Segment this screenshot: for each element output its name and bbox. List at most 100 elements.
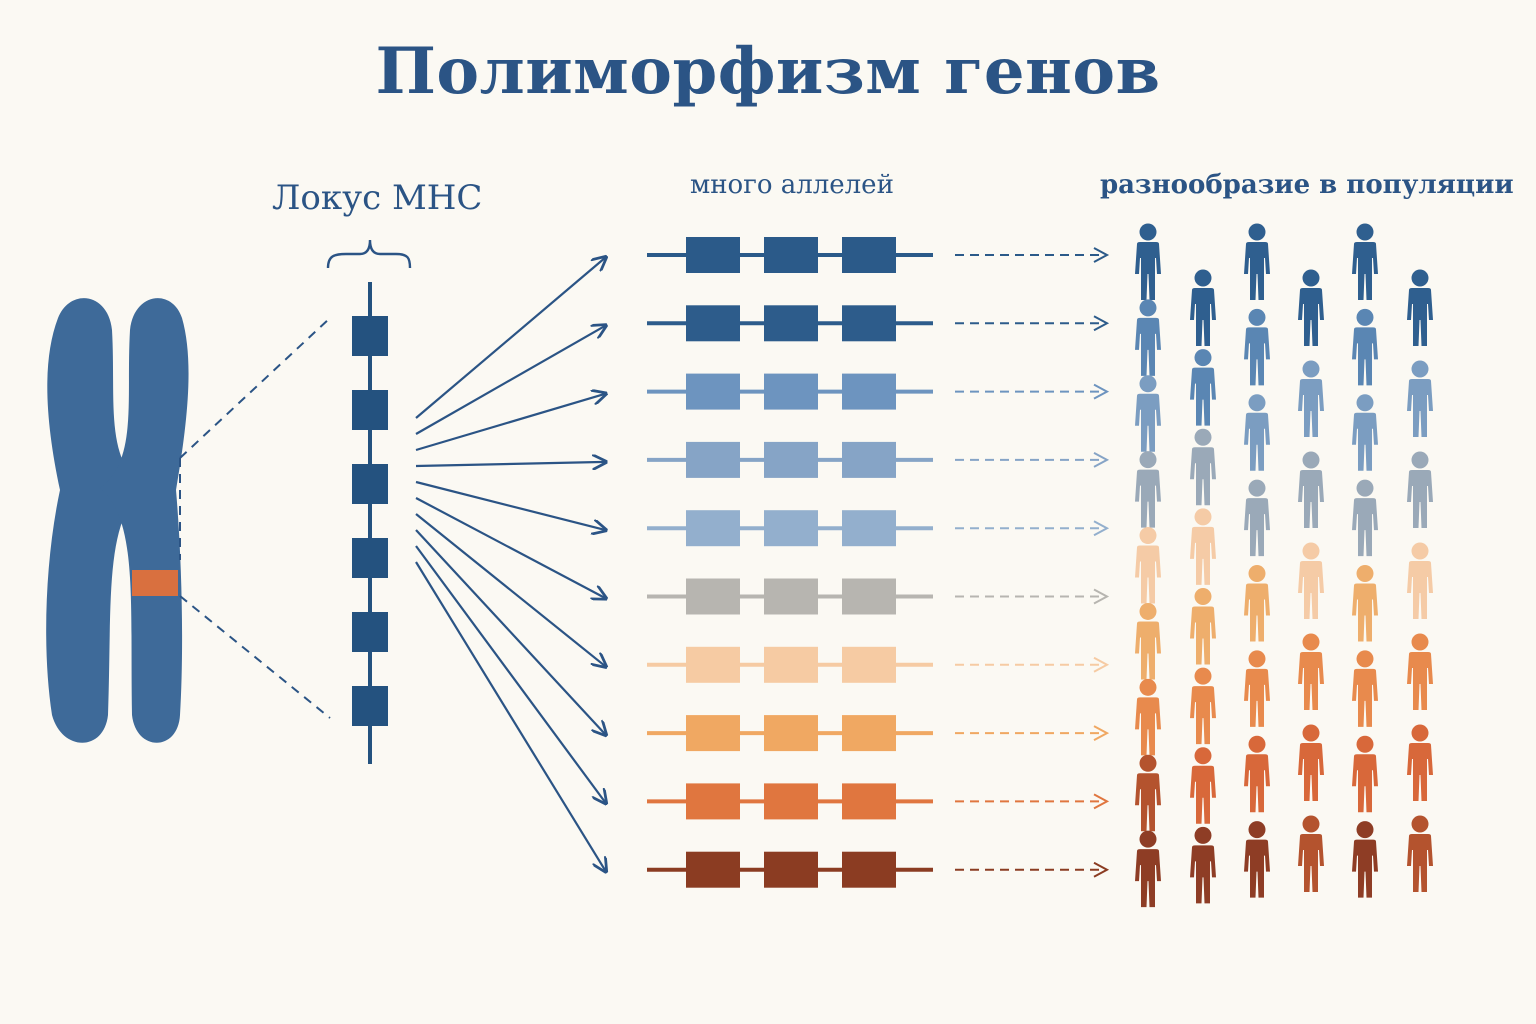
fan-arrow <box>415 545 606 803</box>
person-icon <box>1298 815 1324 892</box>
population-arrow-head <box>1093 452 1110 468</box>
person-icon <box>1298 269 1324 346</box>
person-icon <box>1407 451 1433 528</box>
allele-row <box>647 783 1110 820</box>
allele-gene-block <box>686 578 740 615</box>
allele-rows <box>647 237 1110 888</box>
population-arrow-head <box>1093 520 1110 537</box>
allele-gene-block <box>686 373 740 410</box>
person-icon <box>1244 394 1270 471</box>
person-icon <box>1190 428 1216 506</box>
person-icon <box>1190 667 1216 745</box>
fan-arrow <box>415 561 606 872</box>
allele-gene-block <box>686 715 740 752</box>
allele-row <box>647 578 1110 615</box>
locus-gene-block <box>352 686 388 726</box>
locus-gene-block <box>352 316 388 356</box>
person-icon <box>1298 724 1324 801</box>
person-icon <box>1352 308 1378 386</box>
person-icon <box>1352 650 1378 727</box>
person-icon <box>1190 747 1216 824</box>
population-arrow-head <box>1093 588 1110 605</box>
allele-gene-block <box>842 783 896 820</box>
allele-row <box>647 510 1110 547</box>
person-icon <box>1190 508 1216 585</box>
person-icon <box>1244 735 1270 813</box>
alleles-label: много аллелей <box>690 170 894 200</box>
chromosome <box>46 298 331 743</box>
locus-gene-block <box>352 612 388 652</box>
fan-arrows <box>415 257 606 872</box>
allele-gene-block <box>764 578 818 615</box>
person-icon <box>1190 588 1216 665</box>
population-arrow-head <box>1093 793 1110 810</box>
chromosome-right-arm <box>100 298 189 743</box>
fan-arrow <box>415 513 606 667</box>
fan-arrow <box>415 497 606 599</box>
allele-gene-block <box>842 851 896 888</box>
fan-arrow <box>415 480 606 530</box>
person-icon <box>1352 821 1378 898</box>
person-icon <box>1135 754 1161 832</box>
person-icon <box>1352 735 1378 813</box>
allele-gene-block <box>686 646 740 683</box>
person-icon <box>1244 821 1270 898</box>
allele-gene-block <box>686 237 740 273</box>
allele-gene-block <box>686 510 740 547</box>
allele-row <box>647 237 1110 273</box>
person-icon <box>1244 479 1270 557</box>
person-icon <box>1352 394 1378 471</box>
person-icon <box>1352 565 1378 642</box>
fan-arrow <box>415 529 606 735</box>
zoom-line-top <box>179 317 331 459</box>
allele-gene-block <box>842 237 896 273</box>
locus-gene-block <box>352 390 388 430</box>
person-icon <box>1407 542 1433 619</box>
allele-gene-block <box>686 851 740 888</box>
zoom-line-bottom <box>179 595 331 719</box>
person-icon <box>1352 479 1378 557</box>
person-icon <box>1407 724 1433 801</box>
allele-row <box>647 373 1110 410</box>
mhc-locus-band <box>132 570 178 596</box>
fan-arrow <box>415 462 606 466</box>
allele-gene-block <box>764 783 818 820</box>
allele-gene-block <box>764 305 818 342</box>
population-arrow-head <box>1093 861 1110 878</box>
person-icon <box>1135 678 1161 756</box>
population-arrow-head <box>1093 383 1110 400</box>
person-icon <box>1135 602 1161 680</box>
allele-gene-block <box>686 783 740 820</box>
person-icon <box>1244 223 1270 300</box>
allele-row <box>647 305 1110 342</box>
allele-gene-block <box>764 441 818 478</box>
person-icon <box>1135 299 1161 376</box>
allele-row <box>647 715 1110 752</box>
population-arrow-head <box>1093 656 1110 673</box>
allele-gene-block <box>686 441 740 478</box>
diversity-label: разнообразие в популяции <box>1100 170 1514 200</box>
allele-row <box>647 441 1110 478</box>
person-icon <box>1135 223 1161 300</box>
allele-gene-block <box>842 441 896 478</box>
allele-gene-block <box>764 715 818 752</box>
allele-gene-block <box>686 305 740 342</box>
allele-row <box>647 851 1110 888</box>
allele-gene-block <box>764 851 818 888</box>
locus-gene-block <box>352 538 388 578</box>
fan-arrow <box>415 394 606 452</box>
population-arrow-head <box>1093 315 1110 332</box>
person-icon <box>1407 633 1433 710</box>
person-icon <box>1135 375 1161 452</box>
locus-label: Локус MHC <box>272 178 483 218</box>
fan-arrow <box>415 325 606 435</box>
person-icon <box>1244 308 1270 386</box>
person-icon <box>1298 542 1324 619</box>
person-icon <box>1407 360 1433 437</box>
person-icon <box>1244 650 1270 727</box>
allele-gene-block <box>842 510 896 547</box>
person-icon <box>1244 565 1270 642</box>
population <box>1135 223 1433 908</box>
